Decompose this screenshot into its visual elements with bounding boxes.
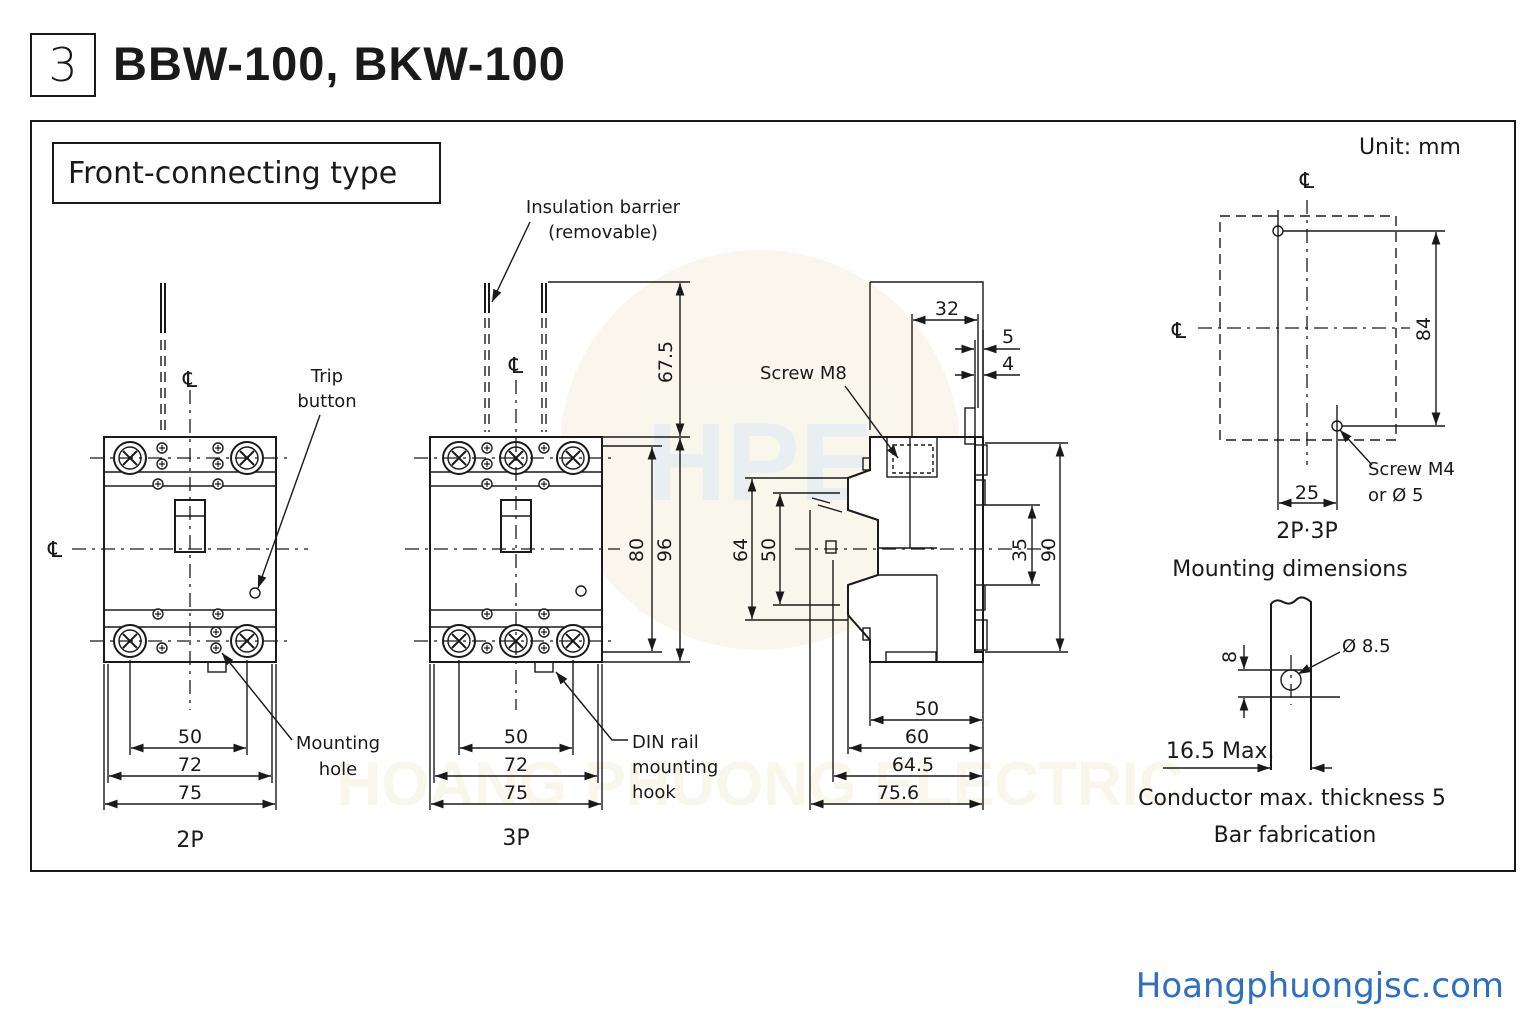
dim-32: 32	[935, 298, 959, 320]
dim-4: 4	[1002, 353, 1014, 375]
dim-84: 84	[1413, 317, 1435, 341]
dim-5: 5	[1002, 326, 1014, 348]
watermark-logo: HPE	[647, 401, 873, 524]
drawing-frame	[30, 120, 1516, 872]
unit-label: Unit: mm	[1359, 135, 1461, 160]
trip-button-icon	[249, 587, 261, 599]
screw-m8-label: Screw M8	[760, 363, 847, 384]
caption-3p: 3P	[502, 826, 529, 851]
view-3p: Insulation barrier (removable)	[405, 197, 718, 851]
screw-m4-label: Screw M4	[1368, 459, 1455, 480]
footer-website-text: Hoangphuongjsc.com	[1135, 966, 1504, 1006]
trip-button-label: button	[297, 391, 356, 412]
caption-2p: 2P	[176, 828, 203, 853]
dim-75: 75	[504, 782, 528, 804]
dim-72: 72	[178, 754, 202, 776]
type-label-box: Front-connecting type	[52, 142, 441, 204]
dim-60: 60	[905, 726, 929, 748]
caption-mounting: Mounting dimensions	[1172, 557, 1407, 582]
dim-67-5: 67.5	[655, 341, 677, 383]
view-mounting-dimensions: ℄ ℄ 84 25 Screw M4 or Ø 5 2P·3P Mounting…	[1171, 169, 1455, 582]
insulation-barrier-label: Insulation barrier	[526, 197, 681, 218]
dim-64-5: 64.5	[892, 754, 934, 776]
view-2p: ℄ ℄ Trip button Mounting hole 50 72 75 2…	[47, 283, 380, 853]
dim-35: 35	[1009, 538, 1031, 562]
page-title: BBW-100, BKW-100	[113, 37, 566, 90]
dim-72: 72	[504, 754, 528, 776]
din-rail-label: DIN rail	[632, 732, 699, 753]
section-number-box: 3	[30, 33, 96, 97]
watermark: HPE HOANG PHUONG ELECTRIC	[336, 250, 1184, 819]
caption-conductor: Conductor max. thickness 5	[1138, 786, 1446, 811]
dim-25: 25	[1295, 482, 1319, 504]
dim-96: 96	[654, 538, 676, 562]
centerline-symbol: ℄	[182, 368, 198, 393]
insulation-barrier-label: (removable)	[548, 222, 658, 243]
max-dimension-label: 16.5 Max.	[1166, 739, 1274, 764]
centerline-symbol: ℄	[47, 538, 63, 563]
caption-bar-fabrication: Bar fabrication	[1214, 823, 1377, 848]
type-label: Front-connecting type	[68, 155, 398, 191]
dim-8: 8	[1219, 651, 1241, 663]
dim-75: 75	[178, 782, 202, 804]
screw-m4-label: or Ø 5	[1368, 485, 1423, 506]
mounting-hole-label: hole	[319, 759, 358, 780]
view-bar-fabrication: 8 Ø 8.5 16.5 Max. Conductor max. thickne…	[1138, 596, 1446, 848]
dim-50-vertical: 50	[758, 538, 780, 562]
caption-poles: 2P·3P	[1276, 519, 1338, 544]
centerline-symbol: ℄	[1171, 319, 1187, 344]
dim-75-6: 75.6	[877, 782, 919, 804]
hole-diameter-label: Ø 8.5	[1342, 636, 1391, 657]
dim-90: 90	[1038, 538, 1060, 562]
din-rail-label: mounting	[632, 757, 718, 778]
view-side: Screw M8 32 5 4 64 50 35 90	[730, 281, 1068, 810]
dim-64: 64	[730, 538, 752, 562]
din-rail-label: hook	[632, 782, 676, 803]
watermark-company: HOANG PHUONG ELECTRIC	[336, 750, 1183, 819]
dim-50: 50	[178, 726, 202, 748]
centerline-symbol: ℄	[1299, 169, 1315, 194]
trip-button-label: Trip	[310, 366, 343, 387]
dim-80: 80	[626, 538, 648, 562]
mounting-hole-label: Mounting	[296, 733, 380, 754]
centerline-symbol: ℄	[508, 354, 524, 379]
section-number: 3	[48, 38, 78, 92]
dim-50: 50	[504, 726, 528, 748]
dim-50: 50	[915, 698, 939, 720]
